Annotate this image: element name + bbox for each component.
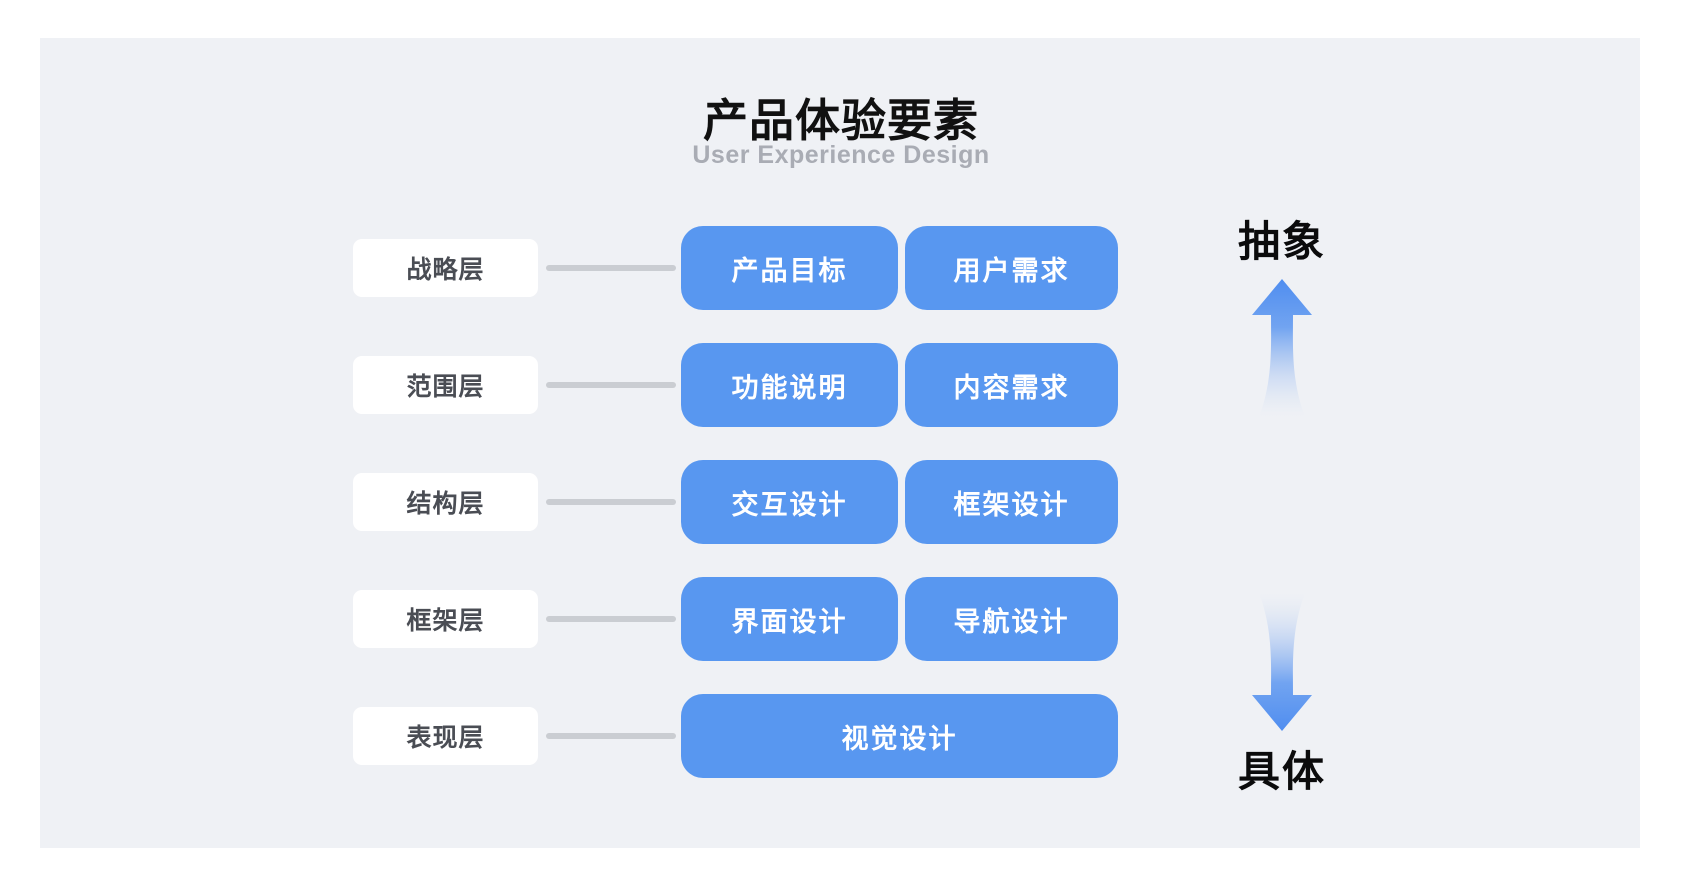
node-visual-design: 视觉设计 [681,694,1118,778]
layer-label-text: 框架层 [406,607,485,635]
diagram-title: 产品体验要素 [702,95,979,146]
arrow-down-icon [1252,593,1312,731]
node-interface-design: 界面设计 [681,577,898,661]
scale-label-concrete: 具体 [1237,748,1326,795]
layer-label-text: 范围层 [406,373,485,401]
layer-label-text: 战略层 [406,256,485,284]
layer-label-surface: 表现层 [353,707,538,765]
node-navigation-design: 导航设计 [905,577,1118,661]
connector-line [546,733,676,739]
connector-line [546,382,676,388]
diagram-subtitle: User Experience Design [692,141,990,169]
connector-line [546,499,676,505]
node-information-architecture: 框架设计 [905,460,1118,544]
node-user-needs: 用户需求 [905,226,1118,310]
scale-label-abstract: 抽象 [1237,218,1326,265]
node-product-goals: 产品目标 [681,226,898,310]
node-interaction-design: 交互设计 [681,460,898,544]
node-functional-specs: 功能说明 [681,343,898,427]
connector-line [546,616,676,622]
layer-label-text: 表现层 [406,724,485,752]
layer-label-strategy: 战略层 [353,239,538,297]
layer-label-text: 结构层 [406,490,485,518]
node-content-requirements: 内容需求 [905,343,1118,427]
layer-label-scope: 范围层 [353,356,538,414]
arrow-up-icon [1252,279,1312,417]
connector-line [546,265,676,271]
layer-label-skeleton: 框架层 [353,590,538,648]
layer-label-structure: 结构层 [353,473,538,531]
